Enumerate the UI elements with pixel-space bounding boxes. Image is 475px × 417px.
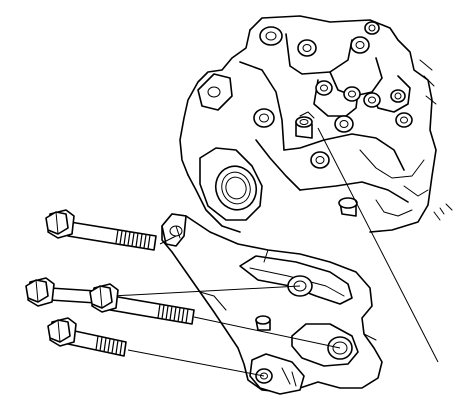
bolt-3 (89, 283, 195, 325)
engine-block (179, 15, 453, 233)
leader-bolt-1 (159, 235, 177, 245)
bolt-4 (47, 317, 127, 357)
leader-bolt-3 (193, 316, 341, 349)
bolt-1 (45, 209, 157, 251)
mounting-bracket (161, 213, 383, 395)
leader-bolt-2 (111, 285, 301, 297)
leader-lines (111, 127, 439, 377)
leader-stud (317, 127, 439, 363)
leader-bolt-4 (127, 349, 265, 377)
